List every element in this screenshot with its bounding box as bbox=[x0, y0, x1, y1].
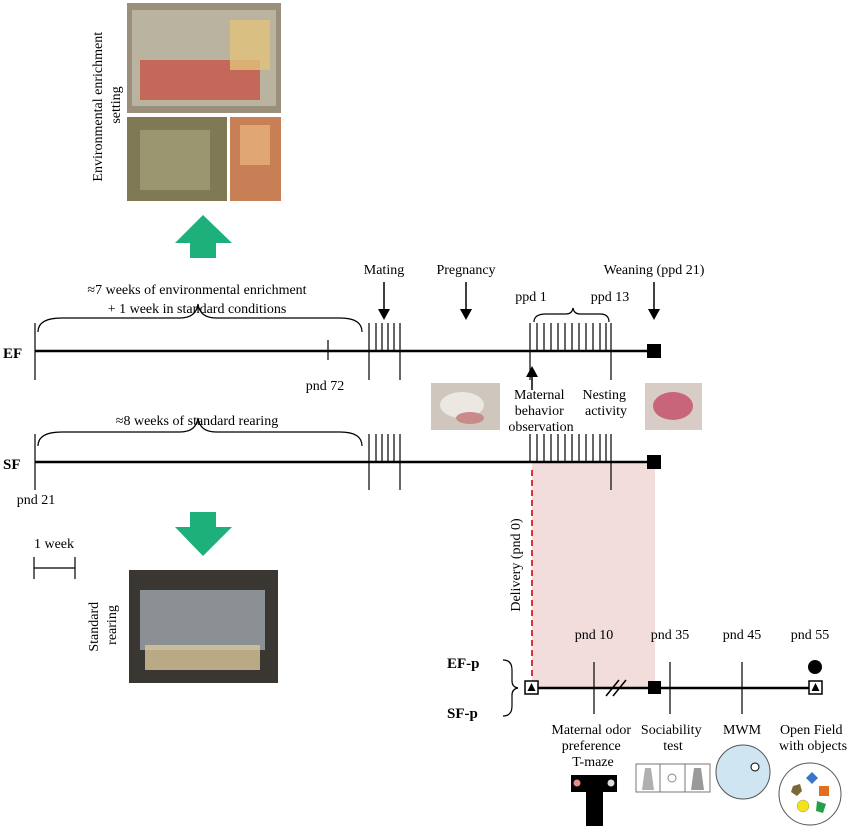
mwm-label: MWM bbox=[723, 723, 762, 738]
open-field-arena-icon bbox=[778, 762, 842, 826]
ef-weaning-marker bbox=[647, 344, 661, 358]
sf-row-label: SF bbox=[3, 457, 21, 473]
ef-mating-ticks bbox=[368, 323, 401, 380]
standard-rearing-photo bbox=[129, 570, 278, 683]
pregnancy-arrow-icon bbox=[460, 282, 472, 320]
offspring-ticks bbox=[593, 662, 743, 714]
pnd21-label: pnd 21 bbox=[17, 493, 56, 508]
standard-brace bbox=[37, 417, 363, 447]
up-arrow-icon bbox=[175, 215, 232, 258]
odor-preference-label: Maternal odor preference T-maze bbox=[551, 723, 634, 770]
enrichment-brace-label: ≈7 weeks of environmental enrichment bbox=[87, 283, 306, 298]
enrichment-brace-label-2: + 1 week in standard conditions bbox=[108, 302, 287, 317]
maternal-observation-label: Maternal behavior observation bbox=[508, 388, 573, 435]
pnd72-label: pnd 72 bbox=[306, 379, 345, 394]
axis-break-icon bbox=[605, 679, 627, 697]
down-arrow-icon bbox=[175, 512, 232, 556]
weaning-arrow-icon bbox=[648, 282, 660, 320]
pnd55-label: pnd 55 bbox=[791, 628, 830, 643]
enrichment-photos bbox=[127, 3, 281, 201]
mating-arrow-icon bbox=[378, 282, 390, 320]
enrichment-setting-label: Environmental enrichment setting bbox=[91, 28, 124, 181]
ppd1-label: ppd 1 bbox=[515, 290, 547, 305]
sociability-label: Sociability test bbox=[641, 723, 705, 754]
maternal-observation-arrow-icon bbox=[526, 366, 538, 390]
pnd35-label: pnd 35 bbox=[651, 628, 690, 643]
standard-rearing-label: Standard rearing bbox=[87, 598, 120, 651]
openfield-label: Open Field with objects bbox=[779, 723, 847, 754]
offspring-weaning-marker bbox=[648, 681, 661, 694]
pregnancy-label: Pregnancy bbox=[436, 263, 495, 278]
pnd45-label: pnd 45 bbox=[723, 628, 762, 643]
offspring-end-circle-icon bbox=[808, 660, 822, 674]
enrichment-brace bbox=[37, 303, 363, 333]
pre-weaning-shading bbox=[532, 462, 655, 688]
scale-bar bbox=[33, 557, 76, 579]
pnd10-label: pnd 10 bbox=[575, 628, 614, 643]
offspring-end-triangle-icon bbox=[811, 683, 820, 691]
efp-row-label: EF-p bbox=[447, 656, 480, 672]
nesting-activity-label: Nesting activity bbox=[582, 388, 629, 419]
sf-mating-ticks bbox=[368, 434, 401, 490]
sociability-chamber-icon bbox=[635, 763, 711, 793]
sf-weaning-marker bbox=[647, 455, 661, 469]
ef-row-label: EF bbox=[3, 346, 22, 362]
mating-label: Mating bbox=[364, 263, 404, 278]
offspring-brace bbox=[502, 659, 519, 717]
offspring-start-triangle-icon bbox=[527, 683, 536, 691]
sf-ppd-ticks bbox=[529, 434, 612, 490]
standard-brace-label: ≈8 weeks of standard rearing bbox=[116, 414, 278, 429]
ppd-brace bbox=[533, 307, 610, 323]
sfp-row-label: SF-p bbox=[447, 706, 478, 722]
t-maze-icon bbox=[571, 775, 617, 826]
ppd13-label: ppd 13 bbox=[591, 290, 630, 305]
delivery-label: Delivery (pnd 0) bbox=[509, 518, 524, 612]
scale-bar-label: 1 week bbox=[34, 537, 74, 552]
weaning-label: Weaning (ppd 21) bbox=[604, 263, 705, 278]
mwm-pool-icon bbox=[715, 744, 771, 800]
